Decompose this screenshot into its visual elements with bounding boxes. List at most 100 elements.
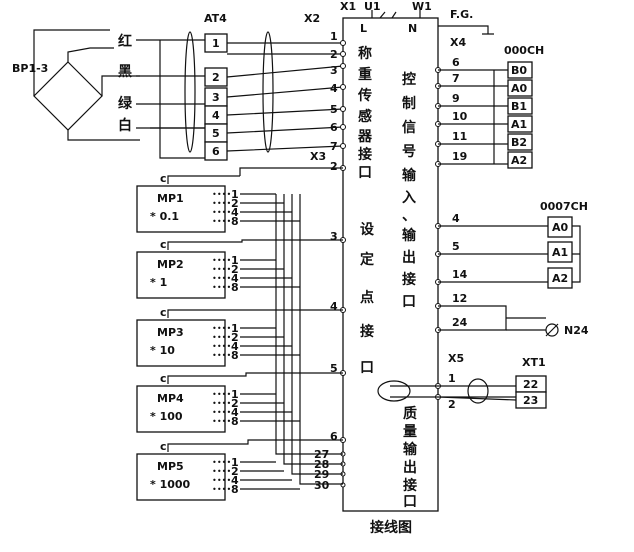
ch2-title: 0007CH: [540, 200, 588, 213]
x2-text-3: 传: [357, 87, 372, 104]
mp-dot-4-2: ••••: [212, 399, 231, 408]
x4-pin-11: 11: [452, 130, 467, 143]
mp-dot-4-4: ••••: [212, 417, 231, 426]
wire-color-green: 绿: [118, 95, 133, 112]
x5-shield-inner: [377, 380, 411, 402]
xt1-cell-22: 22: [523, 378, 538, 391]
diagram-caption: 接线图: [370, 519, 412, 536]
ch2-cell-a2: A2: [552, 272, 568, 285]
mp-name-3: MP3: [157, 326, 184, 339]
mp-dot-1-3: ••••: [212, 208, 231, 217]
x3-text-2: 定: [360, 251, 374, 268]
at4-pin-3: 3: [212, 91, 220, 104]
mp-multiplier-4: * 100: [150, 410, 183, 423]
ch1-cell-a1: A1: [511, 118, 527, 131]
u1-label: U1: [364, 0, 381, 13]
controller-box: [342, 17, 439, 512]
mp-dot-3-2: ••••: [212, 333, 231, 342]
x3-pin-6: 6: [330, 430, 338, 443]
mp-name-2: MP2: [157, 258, 184, 271]
wire-color-white: 白: [118, 117, 132, 134]
mp-multiplier-2: * 1: [150, 276, 167, 289]
bp-label: BP1-3: [12, 62, 48, 75]
mp-name-1: MP1: [157, 192, 184, 205]
mp-name-5: MP5: [157, 460, 184, 473]
x3-text-1: 设: [360, 222, 375, 238]
cable-shield-left: [184, 31, 196, 153]
bus-line-2: [283, 194, 343, 465]
x4-pin-6: 6: [452, 56, 460, 69]
x4-text-3: 信: [402, 119, 416, 136]
x5-label: X5: [448, 352, 464, 365]
mp-pin-5-4: 4: [231, 474, 239, 487]
x4-pin-24: 24: [452, 316, 468, 329]
x4-text-5: 输: [402, 167, 417, 184]
mp-pin-2-8: 8: [231, 281, 239, 294]
x4-text-6: 入: [402, 190, 416, 206]
x2-pin-1: 1: [330, 30, 338, 43]
mp-dot-3-4: ••••: [212, 351, 231, 360]
x4-text-11: 口: [402, 294, 416, 310]
mp-box-5: [136, 453, 226, 501]
bus-line-1: [275, 194, 343, 455]
x4-pin-7: 7: [452, 72, 460, 85]
x4-pin-14: 14: [452, 268, 468, 281]
mp-dot-4-1: ••••: [212, 390, 231, 399]
at4-pin-4: 4: [212, 109, 220, 122]
mp-pin-1-2: 2: [231, 197, 239, 210]
x5-pin-1: 1: [448, 372, 456, 385]
ch2-cell-a1: A1: [552, 246, 568, 259]
at4-pin-2: 2: [212, 71, 220, 84]
x2-pin-4: 4: [330, 82, 338, 95]
ch1-cell-b2: B2: [511, 136, 527, 149]
x2-pin-3: 3: [330, 64, 338, 77]
mp-box-4: [136, 385, 226, 433]
mp-dot-2-3: ••••: [212, 274, 231, 283]
x4-pin-5: 5: [452, 240, 460, 253]
mp-pin-3-4: 4: [231, 340, 239, 353]
x3-text-4: 接: [360, 323, 374, 340]
mp-dot-3-3: ••••: [212, 342, 231, 351]
x2-text-7: 口: [358, 165, 372, 181]
xt1-cell-23: 23: [523, 394, 538, 407]
mp-dot-1-1: ••••: [212, 190, 231, 199]
mp-pin-1-4: 4: [231, 206, 239, 219]
x2-pin-2: 2: [330, 48, 338, 61]
x5-shield-outer: [467, 378, 489, 404]
at4-title: AT4: [204, 12, 227, 25]
x3-pin-4: 4: [330, 300, 338, 313]
x3-pin-2: 2: [330, 160, 338, 173]
x2-pin-5: 5: [330, 103, 338, 116]
x4-pin-19: 19: [452, 150, 467, 163]
mp-multiplier-1: * 0.1: [150, 210, 179, 223]
bus-line-3: [291, 194, 343, 475]
mp-dot-2-2: ••••: [212, 265, 231, 274]
x5-text-3: 输: [403, 441, 418, 458]
fg-label: F.G.: [450, 8, 473, 21]
n-label: N: [408, 22, 417, 35]
ch2-cell-a0: A0: [552, 221, 569, 234]
ch2-strip: [547, 216, 573, 289]
x2-text-5: 器: [357, 129, 373, 145]
x2-pin-6: 6: [330, 121, 338, 134]
mp-dot-5-1: ••••: [212, 458, 231, 467]
mp-pin-3-1: 1: [231, 322, 239, 335]
x2-label: X2: [304, 12, 320, 25]
x5-text-1: 质: [403, 405, 417, 422]
ch1-cell-a2: A2: [511, 154, 527, 167]
x5-text-4: 出: [403, 459, 417, 476]
mp-pin-2-2: 2: [231, 263, 239, 276]
n24-label: N24: [564, 324, 589, 337]
cable-shield-right: [262, 31, 274, 153]
mp-dot-2-4: ••••: [212, 283, 231, 292]
mp-dot-2-1: ••••: [212, 256, 231, 265]
mp-pin-2-4: 4: [231, 272, 239, 285]
mp-box-2: [136, 251, 226, 299]
mp-pin-3-2: 2: [231, 331, 239, 344]
mp-multiplier-3: * 10: [150, 344, 175, 357]
x2-text-4: 感: [358, 108, 372, 125]
x3-text-5: 口: [360, 360, 374, 376]
mp-dot-5-4: ••••: [212, 485, 231, 494]
mp-pin-3-8: 8: [231, 349, 239, 362]
x5-text-2: 量: [403, 424, 417, 440]
